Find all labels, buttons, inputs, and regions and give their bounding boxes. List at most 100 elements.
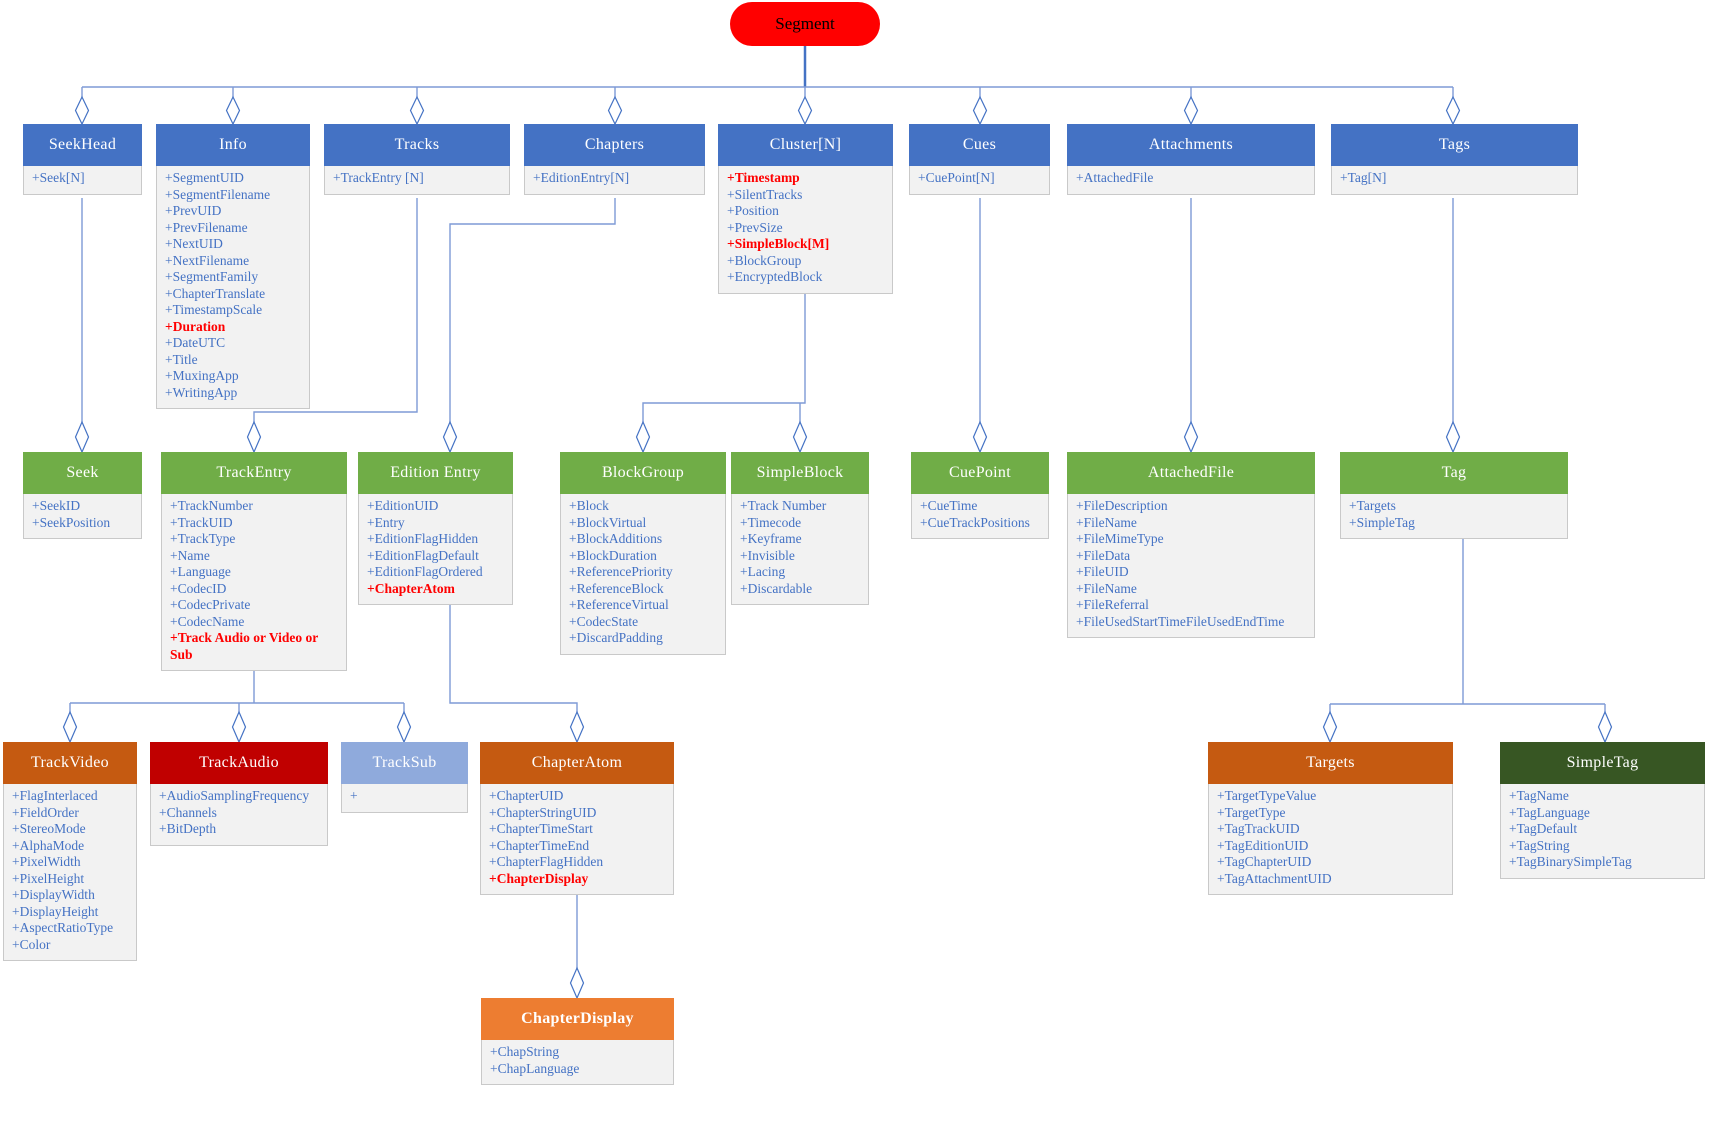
attribute: +TimestampScale — [165, 302, 263, 317]
attribute: +Tag[N] — [1340, 170, 1387, 185]
class-box-attachedfile[interactable]: AttachedFile+FileDescription+FileName+Fi… — [1067, 452, 1315, 638]
class-title-editionentry: Edition Entry — [358, 452, 513, 494]
attribute: +Discardable — [740, 580, 813, 596]
class-box-chapteratom[interactable]: ChapterAtom+ChapterUID+ChapterStringUID+… — [480, 742, 674, 895]
attribute: +ChapterTranslate — [165, 285, 266, 301]
connector-line — [449, 198, 616, 422]
class-title-cuepoint: CuePoint — [911, 452, 1049, 494]
class-box-attachments[interactable]: Attachments+AttachedFile — [1067, 124, 1315, 195]
attribute: +Channels — [159, 804, 217, 820]
class-attributes-cluster: +Timestamp+SilentTracks+Position+PrevSiz… — [718, 166, 893, 294]
connector-line — [642, 290, 806, 422]
attribute: +BitDepth — [159, 821, 217, 836]
aggregation-diamond-icon — [1597, 710, 1613, 744]
class-attributes-tags: +Tag[N] — [1331, 166, 1578, 195]
class-attributes-tag: +Targets+SimpleTag — [1340, 494, 1568, 539]
aggregation-diamond-icon — [972, 420, 988, 454]
class-box-blockgroup[interactable]: BlockGroup+Block+BlockVirtual+BlockAddit… — [560, 452, 726, 655]
class-attributes-chapteratom: +ChapterUID+ChapterStringUID+ChapterTime… — [480, 784, 674, 895]
class-attributes-attachments: +AttachedFile — [1067, 166, 1315, 195]
attribute: +Color — [12, 936, 51, 952]
class-box-info[interactable]: Info+SegmentUID+SegmentFilename+PrevUID+… — [156, 124, 310, 409]
class-box-trackvideo[interactable]: TrackVideo+FlagInterlaced+FieldOrder+Ste… — [3, 742, 137, 961]
class-box-targets[interactable]: Targets+TargetTypeValue+TargetType+TagTr… — [1208, 742, 1453, 895]
attribute: +TagTrackUID — [1217, 821, 1300, 836]
class-box-cluster[interactable]: Cluster[N]+Timestamp+SilentTracks+Positi… — [718, 124, 893, 294]
class-title-targets: Targets — [1208, 742, 1453, 784]
aggregation-diamond-icon — [246, 420, 262, 454]
attribute: +ChapString — [490, 1044, 560, 1059]
aggregation-diamond-icon — [1445, 95, 1461, 126]
aggregation-diamond-icon — [792, 420, 808, 454]
attribute: +PrevUID — [165, 203, 222, 218]
attribute: +TagBinarySimpleTag — [1509, 854, 1632, 869]
attribute: +SeekPosition — [32, 514, 111, 530]
class-attributes-attachedfile: +FileDescription+FileName+FileMimeType+F… — [1067, 494, 1315, 638]
class-box-chapters[interactable]: Chapters+EditionEntry[N] — [524, 124, 705, 195]
class-box-simpletag[interactable]: SimpleTag+TagName+TagLanguage+TagDefault… — [1500, 742, 1705, 879]
class-box-editionentry[interactable]: Edition Entry+EditionUID+Entry+EditionFl… — [358, 452, 513, 605]
class-box-seekhead[interactable]: SeekHead+Seek[N] — [23, 124, 142, 195]
attribute: +CueTrackPositions — [920, 514, 1030, 530]
attribute: +BlockDuration — [569, 547, 657, 563]
attribute: +AudioSamplingFrequency — [159, 788, 310, 803]
class-attributes-tracks: +TrackEntry [N] — [324, 166, 510, 195]
attribute: +FileUID — [1076, 564, 1129, 579]
attribute: +TagChapterUID — [1217, 854, 1312, 869]
attribute: +TagLanguage — [1509, 804, 1590, 820]
class-title-seek: Seek — [23, 452, 142, 494]
attribute: +ChapLanguage — [490, 1060, 580, 1076]
class-box-cues[interactable]: Cues+CuePoint[N] — [909, 124, 1050, 195]
aggregation-diamond-icon — [1445, 420, 1461, 454]
attribute: +Lacing — [740, 564, 786, 579]
attribute: +SeekID — [32, 498, 81, 513]
attribute: +ChapterUID — [489, 788, 564, 803]
attribute: +EditionUID — [367, 498, 439, 513]
attribute: +ChapterTimeStart — [489, 821, 593, 836]
aggregation-diamond-icon — [442, 420, 458, 454]
segment-root-node[interactable]: Segment — [730, 2, 880, 46]
connector-line — [449, 601, 578, 712]
attribute: +SimpleTag — [1349, 514, 1415, 530]
attribute: +FileUsedStartTimeFileUsedEndTime — [1076, 613, 1285, 629]
attribute: +ReferenceBlock — [569, 580, 664, 596]
class-box-tracksub[interactable]: TrackSub+ — [341, 742, 468, 813]
connector-line — [253, 198, 418, 422]
attribute: +Title — [165, 351, 198, 367]
class-box-chapterdisplay[interactable]: ChapterDisplay +ChapString+ChapLanguage — [481, 998, 674, 1085]
class-title-trackentry: TrackEntry — [161, 452, 347, 494]
class-box-tags[interactable]: Tags+Tag[N] — [1331, 124, 1578, 195]
class-box-simpleblock[interactable]: SimpleBlock+Track Number+Timecode+Keyfra… — [731, 452, 869, 605]
class-title-chapterdisplay: ChapterDisplay — [481, 998, 674, 1040]
class-title-attachedfile: AttachedFile — [1067, 452, 1315, 494]
attribute: +FileMimeType — [1076, 531, 1164, 546]
class-box-seek[interactable]: Seek +SeekID+SeekPosition — [23, 452, 142, 539]
aggregation-diamond-icon — [569, 710, 585, 744]
class-attributes-simpleblock: +Track Number+Timecode+Keyframe+Invisibl… — [731, 494, 869, 605]
class-box-cuepoint[interactable]: CuePoint+CueTime+CueTrackPositions — [911, 452, 1049, 539]
class-attributes-targets: +TargetTypeValue+TargetType+TagTrackUID+… — [1208, 784, 1453, 895]
class-title-info: Info — [156, 124, 310, 166]
attribute: +TargetType — [1217, 804, 1286, 820]
aggregation-diamond-icon — [569, 966, 585, 1000]
class-attributes-trackaudio: +AudioSamplingFrequency+Channels+BitDept… — [150, 784, 328, 846]
class-title-blockgroup: BlockGroup — [560, 452, 726, 494]
class-box-trackaudio[interactable]: TrackAudio+AudioSamplingFrequency+Channe… — [150, 742, 328, 846]
attribute: +BlockVirtual — [569, 514, 647, 530]
attribute: +ChapterDisplay — [489, 870, 589, 886]
class-title-chapteratom: ChapterAtom — [480, 742, 674, 784]
attribute: +FieldOrder — [12, 804, 79, 820]
attribute: +PixelWidth — [12, 854, 81, 869]
attribute: +BlockGroup — [727, 252, 802, 268]
class-attributes-simpletag: +TagName+TagLanguage+TagDefault+TagStrin… — [1500, 784, 1705, 879]
attribute: +AttachedFile — [1076, 170, 1154, 185]
class-title-tracks: Tracks — [324, 124, 510, 166]
class-box-tag[interactable]: Tag+Targets+SimpleTag — [1340, 452, 1568, 539]
attribute: + — [350, 788, 358, 803]
attribute: +Duration — [165, 318, 226, 334]
aggregation-diamond-icon — [1183, 420, 1199, 454]
aggregation-diamond-icon — [74, 95, 90, 126]
attribute: +WritingApp — [165, 384, 238, 400]
class-box-trackentry[interactable]: TrackEntry+TrackNumber+TrackUID+TrackTyp… — [161, 452, 347, 671]
class-box-tracks[interactable]: Tracks+TrackEntry [N] — [324, 124, 510, 195]
